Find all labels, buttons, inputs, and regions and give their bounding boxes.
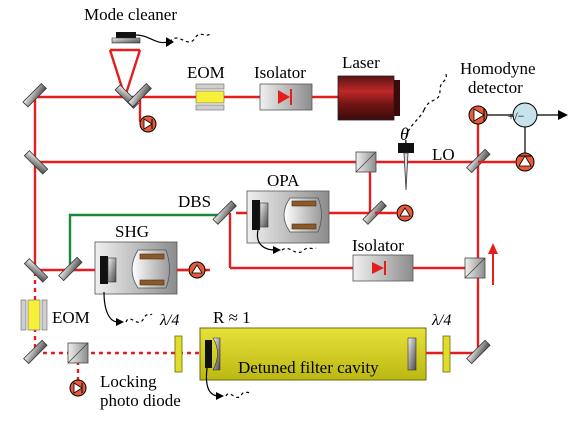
mode-cleaner-label: Mode cleaner: [84, 5, 177, 24]
green-pump-beam: [68, 213, 225, 270]
subtract-label: +/−: [508, 109, 525, 123]
homodyne-label: Homodyne: [460, 59, 536, 78]
beamsplitters: [67, 151, 486, 364]
mode-cleaner: [111, 32, 211, 133]
piezo-actuator-icon: [252, 200, 260, 230]
beamsplitter-icon: [67, 342, 89, 364]
locking-label: Locking: [100, 372, 157, 391]
locking-photodiode: [69, 379, 87, 397]
isolator-top: [259, 83, 313, 111]
filter-cavity: [199, 327, 427, 400]
isolator-mid: [352, 254, 414, 282]
mirror-icon: [58, 256, 83, 282]
beamsplitter-icon: [464, 257, 486, 279]
mirrors: [22, 82, 491, 365]
mirror-icon: [466, 339, 491, 365]
waveplate-left-icon: [174, 335, 183, 373]
phase-shifter: [398, 73, 447, 191]
opa: [246, 190, 414, 254]
quarter-wave-left-label: λ/4: [159, 312, 179, 329]
mirror-icon: [23, 150, 49, 175]
theta-label: θ: [400, 124, 409, 144]
mode-cleaner-top-mirror-icon: [111, 37, 141, 44]
photodiode-icon: [396, 204, 414, 222]
detector-label: detector: [468, 78, 523, 97]
laser-label: Laser: [342, 53, 380, 72]
shg: [94, 241, 206, 326]
cavity-end-mirror-icon: [407, 337, 417, 371]
mode-cleaner-beam-right: [123, 49, 142, 98]
output-arrow-icon: [558, 110, 568, 120]
photodiode-icon: [468, 105, 488, 125]
cable-dashed-icon: [405, 109, 425, 144]
photodiode-icon: [69, 379, 87, 397]
photo-diode-label: photo diode: [100, 391, 181, 410]
phase-mirror-icon: [403, 152, 409, 191]
mode-cleaner-mirror-icon: [127, 82, 152, 108]
direction-arrow: [488, 243, 498, 285]
mirror-icon: [23, 258, 49, 283]
eom-left: [20, 299, 48, 331]
isolator-mid-label: Isolator: [352, 236, 404, 255]
eom-left-label: EOM: [52, 308, 90, 327]
cable-arrow-icon: [166, 37, 174, 47]
isolator-icon: [278, 90, 290, 104]
shg-label: SHG: [115, 222, 149, 241]
photodiode-icon: [188, 261, 206, 279]
piezo-actuator-icon: [398, 143, 414, 153]
piezo-actuator-icon: [205, 340, 212, 368]
dbs-label: DBS: [178, 192, 211, 211]
filter-cavity-label: Detuned filter cavity: [238, 358, 379, 377]
homodyne-detector: [468, 102, 568, 172]
photodiode-icon: [515, 152, 535, 172]
mirror-icon: [23, 339, 48, 365]
beamsplitter-icon: [355, 151, 377, 173]
mirror-icon: [22, 82, 47, 108]
piezo-actuator-icon: [100, 256, 108, 284]
waveplate-right-icon: [442, 335, 451, 373]
eom-top-label: EOM: [187, 63, 225, 82]
isolator-top-label: Isolator: [254, 63, 306, 82]
cable-dashed-icon: [169, 33, 211, 43]
lo-label: LO: [432, 145, 455, 164]
green-beam: [68, 213, 225, 270]
reflectivity-label: R ≈ 1: [213, 308, 251, 327]
mirror-icon: [362, 200, 387, 225]
eom-top: [195, 83, 225, 111]
dbs-mirror-icon: [212, 200, 237, 225]
labels: Mode cleaner EOM Isolator Laser Homodyne…: [52, 5, 536, 410]
photodiode-icon: [139, 115, 157, 133]
piezo-actuator-icon: [116, 32, 136, 38]
isolator-icon: [372, 262, 384, 274]
opa-label: OPA: [267, 171, 300, 190]
laser: [337, 75, 400, 121]
quarter-wave-right-label: λ/4: [431, 312, 451, 329]
cable-icon: [135, 34, 169, 44]
